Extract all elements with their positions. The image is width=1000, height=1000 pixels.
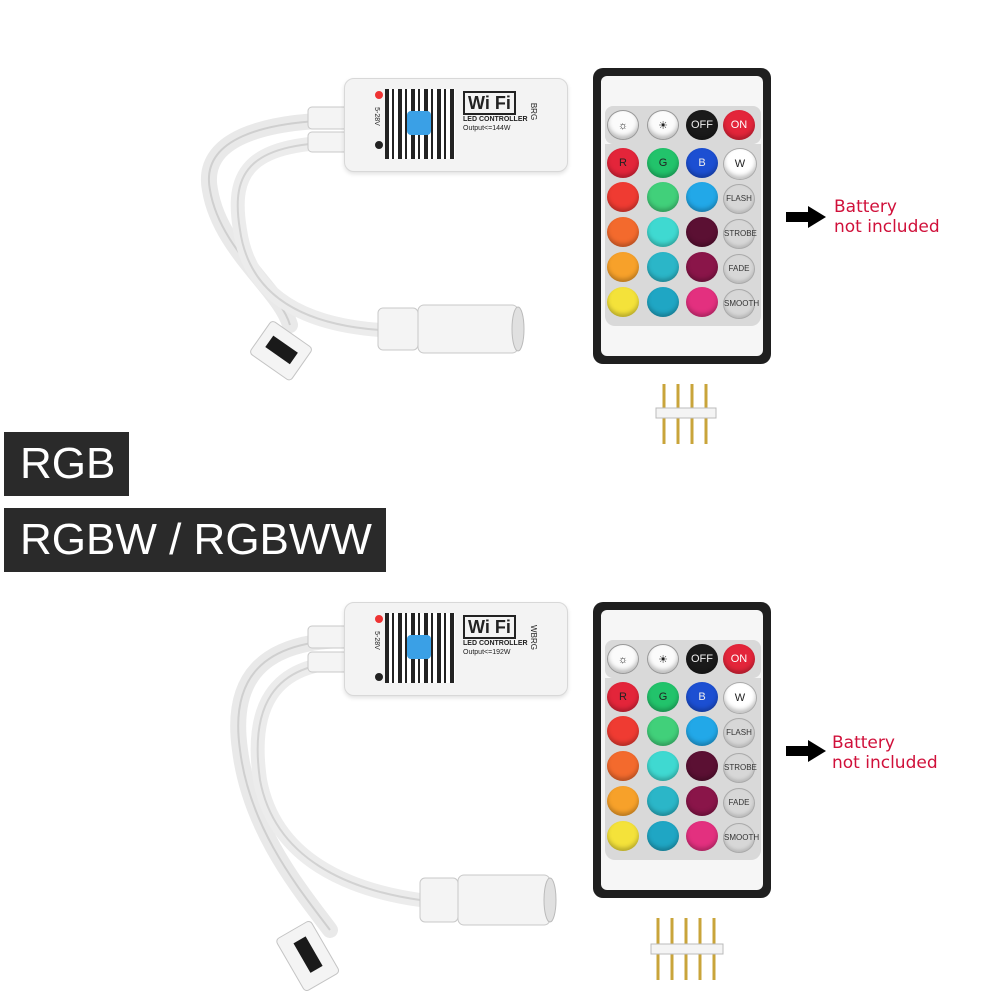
arrow-right-icon — [786, 740, 826, 762]
red-button[interactable]: R — [607, 682, 639, 712]
color-key[interactable] — [686, 716, 718, 746]
fade-button[interactable]: FADE — [723, 788, 755, 818]
wifi-controller-top: Wi Fi LED CONTROLLER Output<=144W 5-28V … — [344, 78, 568, 172]
wifi-badge: Wi Fi — [463, 615, 516, 639]
button-icon — [375, 141, 383, 149]
wifi-controller-bottom: Wi Fi LED CONTROLLER Output<=192W 5-28V … — [344, 602, 568, 696]
red-button[interactable]: R — [607, 148, 639, 178]
color-key[interactable] — [686, 182, 718, 212]
color-key[interactable] — [647, 821, 679, 851]
color-key[interactable] — [607, 217, 639, 247]
color-key[interactable] — [686, 252, 718, 282]
controller-subtitle: LED CONTROLLER — [463, 116, 528, 123]
color-key[interactable] — [686, 821, 718, 851]
flash-button[interactable]: FLASH — [723, 184, 755, 214]
pin-header-5-icon — [650, 918, 724, 980]
controller-pins: BRG — [529, 102, 539, 121]
white-button[interactable]: W — [723, 682, 757, 714]
color-key[interactable] — [607, 287, 639, 317]
battery-note-bottom: Battery not included — [832, 733, 938, 773]
strobe-button[interactable]: STROBE — [723, 753, 757, 783]
green-button[interactable]: G — [647, 682, 679, 712]
on-button[interactable]: ON — [723, 644, 755, 674]
color-key[interactable] — [686, 786, 718, 816]
arrow-right-icon — [786, 206, 826, 228]
app-logo-icon — [407, 111, 431, 135]
white-button[interactable]: W — [723, 148, 757, 180]
label-rgbw: RGBW / RGBWW — [4, 508, 386, 572]
color-key[interactable] — [607, 821, 639, 851]
color-key[interactable] — [686, 751, 718, 781]
color-key[interactable] — [607, 786, 639, 816]
controller-output: Output<=144W — [463, 125, 511, 132]
off-button[interactable]: OFF — [686, 110, 718, 140]
controller-voltage: 5-28V — [372, 631, 380, 650]
controller-voltage: 5-28V — [372, 107, 380, 126]
controller-cables-bottom — [230, 625, 557, 991]
color-key[interactable] — [607, 182, 639, 212]
controller-cables-top — [200, 106, 525, 381]
brightness-down-icon[interactable]: ☼ — [607, 644, 639, 674]
color-key[interactable] — [647, 252, 679, 282]
brightness-up-icon[interactable]: ☀ — [647, 644, 679, 674]
smooth-button[interactable]: SMOOTH — [723, 823, 759, 853]
wifi-badge: Wi Fi — [463, 91, 516, 115]
color-key[interactable] — [686, 287, 718, 317]
blue-button[interactable]: B — [686, 148, 718, 178]
status-led-icon — [375, 615, 383, 623]
off-button[interactable]: OFF — [686, 644, 718, 674]
app-logo-icon — [407, 635, 431, 659]
button-icon — [375, 673, 383, 681]
color-key[interactable] — [647, 716, 679, 746]
status-led-icon — [375, 91, 383, 99]
color-key[interactable] — [647, 786, 679, 816]
controller-pins: WBRG — [528, 625, 538, 650]
strobe-button[interactable]: STROBE — [723, 219, 757, 249]
color-key[interactable] — [647, 217, 679, 247]
color-key[interactable] — [686, 217, 718, 247]
smooth-button[interactable]: SMOOTH — [723, 289, 759, 319]
fade-button[interactable]: FADE — [723, 254, 755, 284]
controller-output: Output<=192W — [463, 649, 511, 656]
color-key[interactable] — [607, 252, 639, 282]
color-key[interactable] — [607, 751, 639, 781]
battery-note-line1: Battery — [832, 733, 895, 753]
battery-note-line2: not included — [832, 753, 938, 773]
battery-note-line1: Battery — [834, 197, 897, 217]
battery-note-top: Battery not included — [834, 197, 940, 237]
controller-subtitle: LED CONTROLLER — [463, 640, 528, 647]
blue-button[interactable]: B — [686, 682, 718, 712]
color-key[interactable] — [647, 287, 679, 317]
brightness-up-icon[interactable]: ☀ — [647, 110, 679, 140]
color-key[interactable] — [607, 716, 639, 746]
ir-remote-bottom: ☼ ☀ OFF ON R G B W FLASH STROBE FADE SMO… — [593, 602, 771, 898]
color-key[interactable] — [647, 751, 679, 781]
on-button[interactable]: ON — [723, 110, 755, 140]
color-key[interactable] — [647, 182, 679, 212]
ir-remote-top: ☼ ☀ OFF ON R G B W FLASH STROBE FADE SMO… — [593, 68, 771, 364]
pin-header-4-icon — [655, 384, 717, 444]
battery-note-line2: not included — [834, 217, 940, 237]
brightness-down-icon[interactable]: ☼ — [607, 110, 639, 140]
green-button[interactable]: G — [647, 148, 679, 178]
label-rgb: RGB — [4, 432, 130, 496]
flash-button[interactable]: FLASH — [723, 718, 755, 748]
